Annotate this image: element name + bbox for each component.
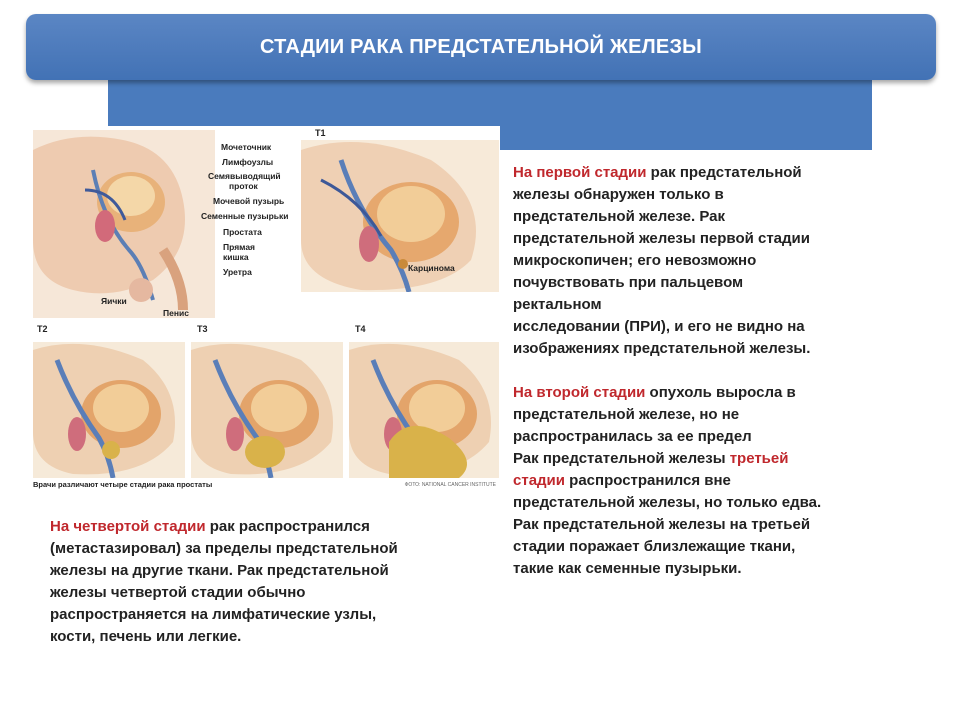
label-lymph-nodes: Лимфоузлы — [222, 157, 274, 167]
stage-label-t1: T1 — [315, 128, 326, 138]
prostate-stages-illustration: Мочеточник Лимфоузлы Семявыводящий прото… — [33, 126, 500, 490]
stage1-line: исследовании (ПРИ), и его не видно на — [513, 318, 805, 335]
stage4-line: (метастазировал) за пределы предстательн… — [50, 540, 398, 557]
label-testes: Яички — [101, 296, 127, 306]
stage3-rest: распространился вне — [565, 472, 731, 489]
stage1-line: предстательной железе. Рак — [513, 208, 726, 225]
stage4-rest: рак распространился — [205, 518, 370, 535]
stage3-line: стадии поражает близлежащие ткани, — [513, 538, 796, 555]
stage2-line: распространилась за ее предел — [513, 428, 752, 445]
stage3-line: такие как семенные пузырьки. — [513, 560, 742, 577]
stage3-highlight-2: стадии — [513, 472, 565, 489]
stage1-line: изображениях предстательной железы. — [513, 340, 811, 357]
stage4-line: железы на другие ткани. Рак предстательн… — [50, 562, 389, 579]
stage-t1-figure — [301, 140, 499, 293]
stage-t2-drawing — [33, 342, 185, 479]
figure-credit: ФОТО: NATIONAL CANCER INSTITUTE — [404, 482, 496, 488]
stage1-line: железы обнаружен только в — [513, 186, 724, 203]
anatomy-overview-drawing — [33, 130, 215, 318]
label-penis: Пенис — [163, 308, 189, 318]
stage3-heading-line: Рак предстательной железы третьей — [513, 448, 821, 470]
figure-caption: Врачи различают четыре стадии рака прост… — [33, 480, 213, 489]
stage1-line: почувствовать при пальцевом — [513, 274, 744, 291]
stage1-heading-line: На первой стадии рак предстательной — [513, 162, 821, 184]
label-vas-deferens-2: проток — [229, 181, 258, 191]
label-urethra: Уретра — [223, 267, 252, 277]
stage1-rest: рак предстательной — [646, 164, 802, 181]
anatomy-overview-figure — [33, 130, 215, 318]
left-text-block: На четвертой стадии рак распространился … — [50, 516, 398, 648]
stage1-highlight: На первой стадии — [513, 164, 647, 181]
stage4-highlight: На четвертой стадии — [50, 518, 206, 535]
stage4-line: распространяется на лимфатические узлы, — [50, 606, 377, 623]
stage2-line: предстательной железе, но не — [513, 406, 740, 423]
stage1-line: предстательной железы первой стадии — [513, 230, 810, 247]
stage-t3-drawing — [191, 342, 343, 479]
label-rectum: Прямая — [223, 242, 256, 252]
label-ureter: Мочеточник — [221, 142, 272, 152]
label-rectum-2: кишка — [223, 252, 249, 262]
right-text-block: На первой стадии рак предстательной желе… — [513, 162, 821, 580]
stage3-highlight: третьей — [729, 450, 789, 467]
stage3-line: Рак предстательной железы на третьей — [513, 516, 811, 533]
stage4-line: кости, печень или легкие. — [50, 628, 242, 645]
stage2-heading-line: На второй стадии опухоль выросла в — [513, 382, 821, 404]
stage2-highlight: На второй стадии — [513, 384, 646, 401]
label-vas-deferens: Семявыводящий — [208, 171, 281, 181]
stage4-line: железы четвертой стадии обычно — [50, 584, 306, 601]
stage-t4-drawing — [349, 342, 499, 479]
label-seminal-vesicles: Семенные пузырьки — [201, 211, 289, 221]
title-bar: СТАДИИ РАКА ПРЕДСТАТЕЛЬНОЙ ЖЕЛЕЗЫ — [26, 14, 936, 80]
stage3-second-line: стадии распространился вне — [513, 470, 821, 492]
stage-t4-figure — [349, 342, 499, 479]
stage2-rest: опухоль выросла в — [645, 384, 796, 401]
stage-label-t4: T4 — [355, 324, 366, 334]
stage-t2-figure — [33, 342, 185, 479]
paragraph-gap — [513, 360, 821, 382]
stage-t3-figure — [191, 342, 343, 479]
stage4-heading-line: На четвертой стадии рак распространился — [50, 516, 398, 538]
label-prostate: Простата — [223, 227, 262, 237]
stage1-line: микроскопичен; его невозможно — [513, 252, 757, 269]
stage-t1-drawing — [301, 140, 499, 293]
label-bladder: Мочевой пузырь — [213, 196, 285, 206]
label-carcinoma: Карцинома — [408, 263, 455, 273]
stage-label-t3: T3 — [197, 324, 208, 334]
stage1-line: ректальном — [513, 296, 602, 313]
slide-title: СТАДИИ РАКА ПРЕДСТАТЕЛЬНОЙ ЖЕЛЕЗЫ — [260, 36, 702, 58]
stage3-lead: Рак предстательной железы — [513, 450, 730, 467]
stage3-line: предстательной железы, но только едва. — [513, 494, 822, 511]
stage-label-t2: T2 — [37, 324, 48, 334]
